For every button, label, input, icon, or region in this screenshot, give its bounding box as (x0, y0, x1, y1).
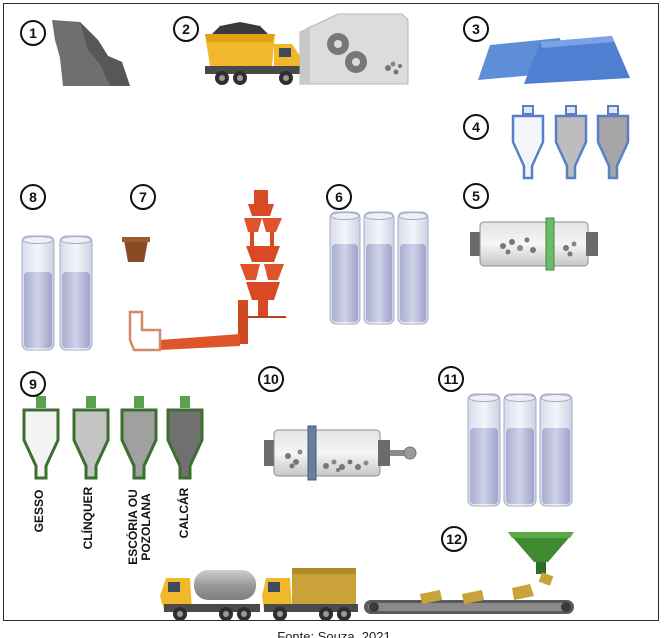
clinker-cooler-icon (128, 310, 162, 352)
preheater-tower-icon (240, 190, 286, 318)
step-6-badge: 6 (326, 184, 352, 210)
figure-caption: Fonte: Souza, 2021 (277, 629, 391, 638)
step-5-badge: 5 (463, 183, 489, 209)
step-4-badge: 4 (463, 114, 489, 140)
clinker-silos-icon (21, 235, 93, 351)
additive-hoppers-icon (22, 396, 204, 480)
step-1-badge: 1 (20, 20, 46, 46)
step-12-badge: 12 (441, 526, 467, 552)
raw-meal-silos-icon (329, 211, 429, 325)
step-7-badge: 7 (130, 184, 156, 210)
tanker-truck-icon (160, 570, 260, 621)
raw-material-hoppers-icon (511, 105, 630, 180)
label-clinquer: CLÍNQUER (81, 486, 95, 550)
step-9-badge: 9 (20, 371, 46, 397)
cement-silos-icon (467, 393, 573, 507)
fuel-container-icon (122, 237, 150, 262)
conveyor-belt-icon (364, 572, 574, 614)
step-11-badge: 11 (438, 366, 464, 392)
cargo-truck-icon (262, 568, 358, 621)
step-8-badge: 8 (20, 184, 46, 210)
raw-mill-icon (470, 217, 598, 271)
bagging-hopper-icon (508, 532, 574, 574)
label-gesso: GESSO (32, 489, 46, 533)
stockpile-icon (478, 36, 630, 84)
label-calcar: CALCÁR (177, 487, 191, 539)
step-10-badge: 10 (258, 366, 284, 392)
cement-mill-icon (264, 425, 417, 481)
step-2-badge: 2 (173, 16, 199, 42)
diagram-frame (3, 3, 659, 621)
quarry-rock-icon (52, 20, 130, 86)
crusher-icon (299, 13, 409, 85)
dump-truck-icon (205, 22, 300, 85)
step-3-badge: 3 (463, 16, 489, 42)
rotary-kiln-icon (160, 300, 248, 350)
